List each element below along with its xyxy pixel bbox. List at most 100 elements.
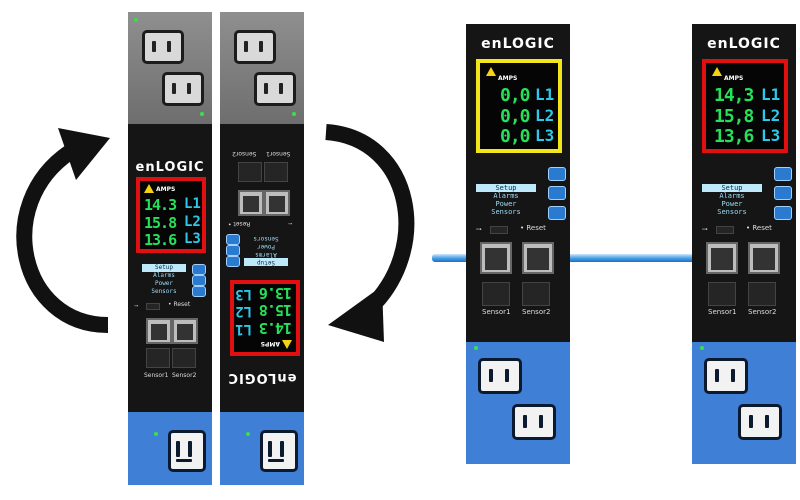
nav-button-select[interactable]	[192, 275, 206, 286]
c13-outlet-icon	[478, 358, 522, 394]
reading-line: L3	[535, 126, 555, 145]
menu-item-alarms[interactable]: Alarms	[153, 272, 175, 279]
nav-button-down[interactable]	[548, 206, 566, 220]
ethernet-port-icon[interactable]	[172, 318, 198, 344]
pdu-top-gray-section	[128, 12, 212, 124]
amps-label: AMPS	[260, 340, 280, 347]
c13-outlet-icon	[254, 72, 296, 106]
reading-value: 0,0	[500, 126, 530, 147]
reading-line: L3	[184, 231, 201, 247]
c13-outlet-icon	[738, 404, 782, 440]
usb-port[interactable]	[146, 303, 160, 310]
sensor1-label: Sensor1	[482, 308, 511, 316]
sensor-port[interactable]	[264, 162, 288, 182]
sensor-port[interactable]	[172, 348, 196, 368]
current-display: AMPS 0,0 L1 0,0 L2 0,0 L3	[476, 59, 562, 153]
menu-item-alarms[interactable]: Alarms	[719, 192, 745, 200]
ethernet-port-icon[interactable]	[522, 242, 554, 274]
ethernet-port-icon[interactable]	[480, 242, 512, 274]
menu-item-power[interactable]: Power	[721, 200, 743, 208]
network-cable	[548, 254, 708, 262]
nav-button-down[interactable]	[226, 234, 240, 245]
nav-button-select[interactable]	[548, 186, 566, 200]
usb-icon: ⭬	[288, 221, 293, 228]
sensor-port[interactable]	[748, 282, 776, 306]
menu-list: Setup Alarms Power Sensors	[142, 264, 186, 296]
nav-button-down[interactable]	[192, 286, 206, 297]
reading-line: L2	[184, 214, 201, 230]
nav-button-select[interactable]	[774, 186, 792, 200]
warning-icon	[282, 340, 292, 349]
sensor2-label: Sensor2	[522, 308, 551, 316]
reset-label: • Reset	[746, 224, 772, 232]
usb-port[interactable]	[716, 226, 734, 234]
nav-button-up[interactable]	[226, 256, 240, 267]
pdu-unit-1: enLOGIC AMPS 14.3 L1 15.8 L2 13.6 L3 Set…	[128, 12, 212, 485]
nav-button-select[interactable]	[226, 245, 240, 256]
sensor-port[interactable]	[482, 282, 510, 306]
reading-value: 14.3	[259, 319, 292, 337]
pdu-unit-3: enLOGIC AMPS 0,0 L1 0,0 L2 0,0 L3 Setup …	[466, 24, 570, 464]
reading-line: L2	[235, 303, 252, 319]
reading-value: 14,3	[714, 85, 754, 106]
warning-icon	[144, 184, 154, 193]
c13-outlet-icon	[512, 404, 556, 440]
pdu-top-gray-section	[220, 12, 304, 124]
nav-button-up[interactable]	[192, 264, 206, 275]
pdu-unit-4: enLOGIC AMPS 14,3 L1 15,8 L2 13,6 L3 Set…	[692, 24, 796, 464]
menu-item-power[interactable]: Power	[154, 280, 174, 287]
brand-logo: enLOGIC	[227, 370, 297, 385]
amps-label: AMPS	[498, 75, 518, 82]
sensor2-label: Sensor2	[232, 150, 257, 157]
reading-line: L1	[535, 85, 555, 104]
brand-logo: enLOGIC	[135, 160, 205, 175]
rotate-arrow-right-icon	[325, 124, 415, 342]
sensor-port[interactable]	[238, 162, 262, 182]
current-display: AMPS 14,3 L1 15,8 L2 13,6 L3	[702, 59, 788, 153]
nav-button-down[interactable]	[774, 206, 792, 220]
menu-item-sensors[interactable]: Sensors	[151, 288, 177, 295]
ethernet-port-icon[interactable]	[706, 242, 738, 274]
ethernet-port-icon[interactable]	[238, 190, 264, 216]
sensor-port[interactable]	[522, 282, 550, 306]
brand-logo: enLOGIC	[707, 36, 781, 52]
menu-item-sensors[interactable]: Sensors	[253, 235, 279, 242]
amps-label: AMPS	[724, 75, 744, 82]
menu-item-alarms[interactable]: Alarms	[493, 192, 519, 200]
current-display: AMPS 14.3 L1 15.8 L2 13.6 L3	[230, 280, 300, 356]
amps-label: AMPS	[156, 186, 176, 193]
usb-port[interactable]	[490, 226, 508, 234]
nav-button-up[interactable]	[548, 167, 566, 181]
menu-item-setup[interactable]: Setup	[702, 184, 762, 192]
network-cable	[432, 254, 482, 262]
ethernet-port-icon[interactable]	[264, 190, 290, 216]
menu-item-sensors[interactable]: Sensors	[491, 208, 521, 216]
ethernet-port-icon[interactable]	[748, 242, 780, 274]
brand-logo: enLOGIC	[481, 36, 555, 52]
menu-item-alarms[interactable]: Alarms	[255, 251, 277, 258]
nav-button-up[interactable]	[774, 167, 792, 181]
menu-item-power[interactable]: Power	[495, 200, 517, 208]
sensor1-label: Sensor1	[144, 372, 169, 379]
sensor-port[interactable]	[146, 348, 170, 368]
reading-line: L1	[761, 85, 781, 104]
menu-item-sensors[interactable]: Sensors	[717, 208, 747, 216]
c13-outlet-icon	[162, 72, 204, 106]
reading-line: L1	[235, 321, 252, 337]
reset-label: Reset •	[228, 220, 251, 227]
c19-outlet-icon	[168, 430, 206, 472]
menu-item-setup[interactable]: Setup	[476, 184, 536, 192]
reading-value: 0,0	[500, 106, 530, 127]
menu-item-setup[interactable]: Setup	[244, 258, 288, 266]
usb-icon: ⭬	[134, 303, 139, 310]
warning-icon	[712, 67, 722, 76]
reset-label: • Reset	[520, 224, 546, 232]
menu-item-setup[interactable]: Setup	[142, 264, 186, 272]
menu-list: Setup Alarms Power Sensors	[476, 184, 536, 216]
c19-outlet-icon	[260, 430, 298, 472]
ethernet-port-icon[interactable]	[146, 318, 172, 344]
c13-outlet-icon	[142, 30, 184, 64]
menu-item-power[interactable]: Power	[256, 243, 276, 250]
c13-outlet-icon	[234, 30, 276, 64]
sensor-port[interactable]	[708, 282, 736, 306]
